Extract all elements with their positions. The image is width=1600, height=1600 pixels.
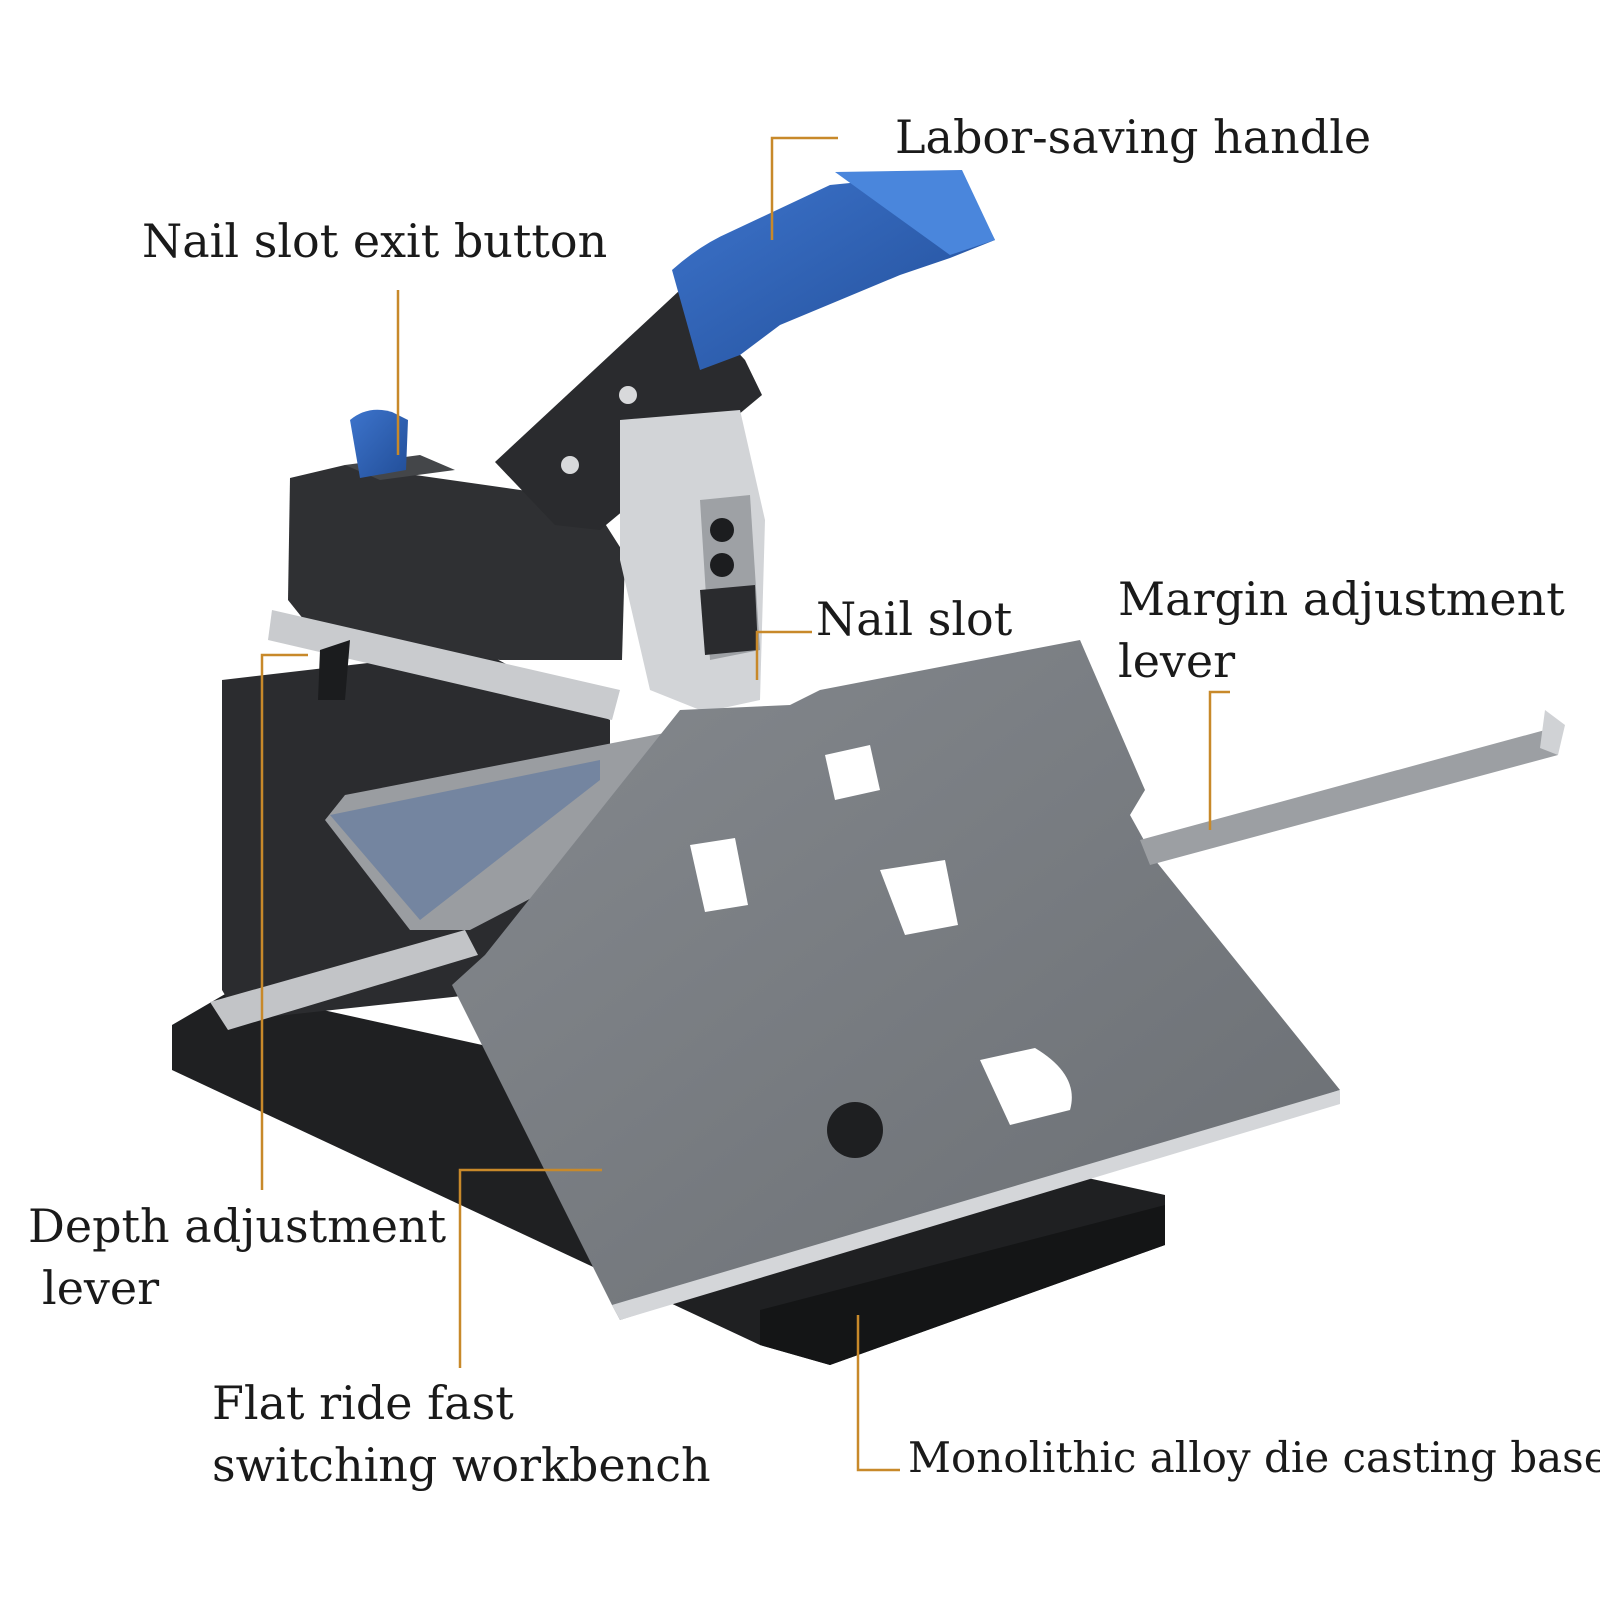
margin-adjustment-lever bbox=[1140, 710, 1565, 865]
label-line-2: lever bbox=[42, 1261, 160, 1315]
nail-slot-mechanism bbox=[620, 410, 765, 712]
workbench-tray bbox=[452, 640, 1340, 1320]
label-line-1: Depth adjustment bbox=[28, 1199, 447, 1253]
label-text: Nail slot exit button bbox=[142, 214, 608, 268]
label-depth-adjustment-lever: Depth adjustment lever bbox=[28, 1195, 446, 1319]
leader-depth-lever bbox=[260, 653, 308, 1190]
leader-lines bbox=[260, 136, 1230, 1472]
labor-saving-handle bbox=[495, 170, 995, 530]
tray-rear-flap bbox=[325, 730, 720, 930]
label-line-1: Flat ride fast bbox=[212, 1376, 514, 1430]
leader-handle bbox=[770, 136, 838, 240]
label-text: Labor-saving handle bbox=[895, 110, 1372, 164]
label-line-2: switching workbench bbox=[212, 1438, 711, 1492]
label-text: Monolithic alloy die casting base bbox=[908, 1433, 1600, 1482]
label-labor-saving-handle: Labor-saving handle bbox=[895, 106, 1371, 168]
leader-base bbox=[856, 1315, 900, 1472]
depth-adjustment-rod bbox=[210, 930, 478, 1030]
leader-nail-slot bbox=[755, 630, 812, 680]
leader-workbench bbox=[458, 1168, 602, 1368]
exit-button bbox=[350, 409, 408, 478]
label-text: Nail slot bbox=[816, 592, 1013, 646]
label-nail-slot: Nail slot bbox=[816, 588, 1012, 650]
label-die-casting-base: Monolithic alloy die casting base bbox=[908, 1427, 1600, 1489]
label-workbench: Flat ride fast switching workbench bbox=[212, 1372, 711, 1496]
label-nail-slot-exit-button: Nail slot exit button bbox=[142, 210, 607, 272]
leader-margin-lever bbox=[1208, 690, 1230, 830]
label-line-1: Margin adjustment bbox=[1118, 572, 1565, 626]
label-margin-adjustment-lever: Margin adjustment lever bbox=[1118, 568, 1565, 692]
label-line-2: lever bbox=[1118, 634, 1236, 688]
